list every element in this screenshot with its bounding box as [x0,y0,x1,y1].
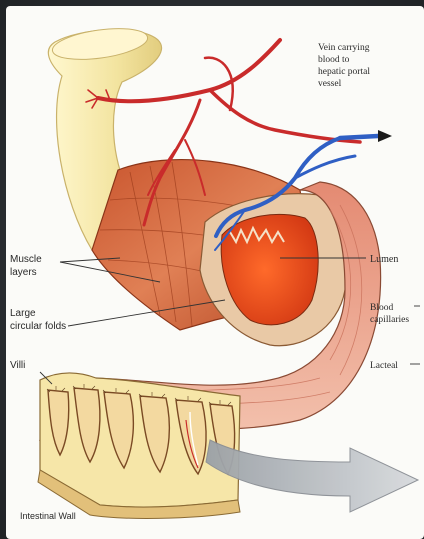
villi-label: Villi [10,360,25,371]
diagram-panel: Vein carrying blood to hepatic portal ve… [6,6,424,539]
label-text: circular folds [10,321,66,332]
label-text: Vein carrying [318,43,370,53]
lacteal-label: Lacteal [370,361,398,371]
vein-tip [378,130,392,142]
folds-label: Large circular folds [10,308,66,332]
intestine-diagram: Vein carrying blood to hepatic portal ve… [6,6,424,539]
muscle-label: Muscle layers [10,254,42,278]
intestinal-wall-label: Intestinal Wall [20,511,76,521]
label-text: Blood [370,303,393,313]
label-text: vessel [318,79,342,89]
label-text: capillaries [370,315,409,325]
vein-label: Vein carrying blood to hepatic portal ve… [318,43,370,89]
label-text: layers [10,267,37,278]
label-text: hepatic portal [318,67,370,77]
label-text: Large [10,308,36,319]
label-text: blood to [318,55,350,65]
lumen-label: Lumen [370,254,398,265]
label-text: Muscle [10,254,42,265]
